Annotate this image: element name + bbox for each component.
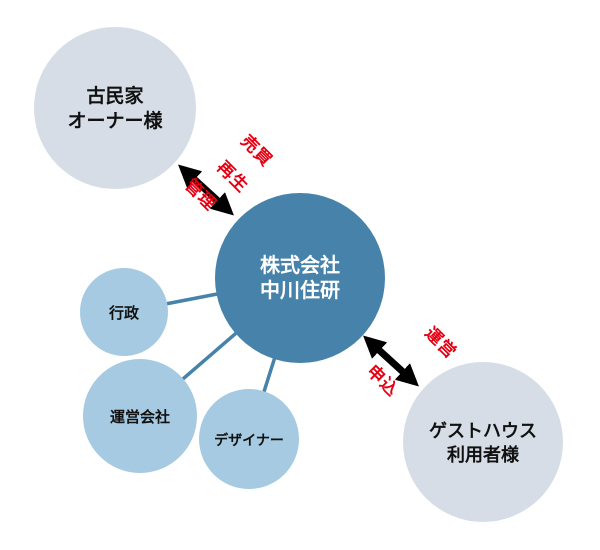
company-circle (215, 193, 385, 363)
owner-arrow-label-saisei: 再生 (213, 157, 253, 197)
owner-label-line1: 古民家 (86, 84, 144, 107)
government-circle (80, 268, 168, 356)
company-label-line2: 中川住研 (260, 278, 340, 302)
company-guest-double-arrow-icon (363, 335, 419, 387)
owner-arrow-label-kanri: 管理 (181, 175, 221, 215)
owner-circle (34, 27, 196, 189)
guest-arrow-label-unei: 運営 (421, 323, 461, 363)
guest-circle (403, 362, 563, 522)
operator-label: 運営会社 (110, 408, 170, 426)
company-label-line1: 株式会社 (260, 253, 340, 277)
owner-arrow-label-baibai: 売買 (237, 131, 277, 171)
owner-label-line2: オーナー様 (67, 109, 163, 132)
designer-circle (199, 389, 299, 489)
designer-label: デザイナー (214, 432, 284, 448)
operator-circle (83, 359, 197, 473)
guest-label-line1: ゲストハウス (429, 420, 537, 441)
owner-company-double-arrow-icon (178, 164, 234, 216)
government-label: 行政 (108, 304, 140, 322)
guest-label-line2: 利用者様 (447, 444, 520, 465)
